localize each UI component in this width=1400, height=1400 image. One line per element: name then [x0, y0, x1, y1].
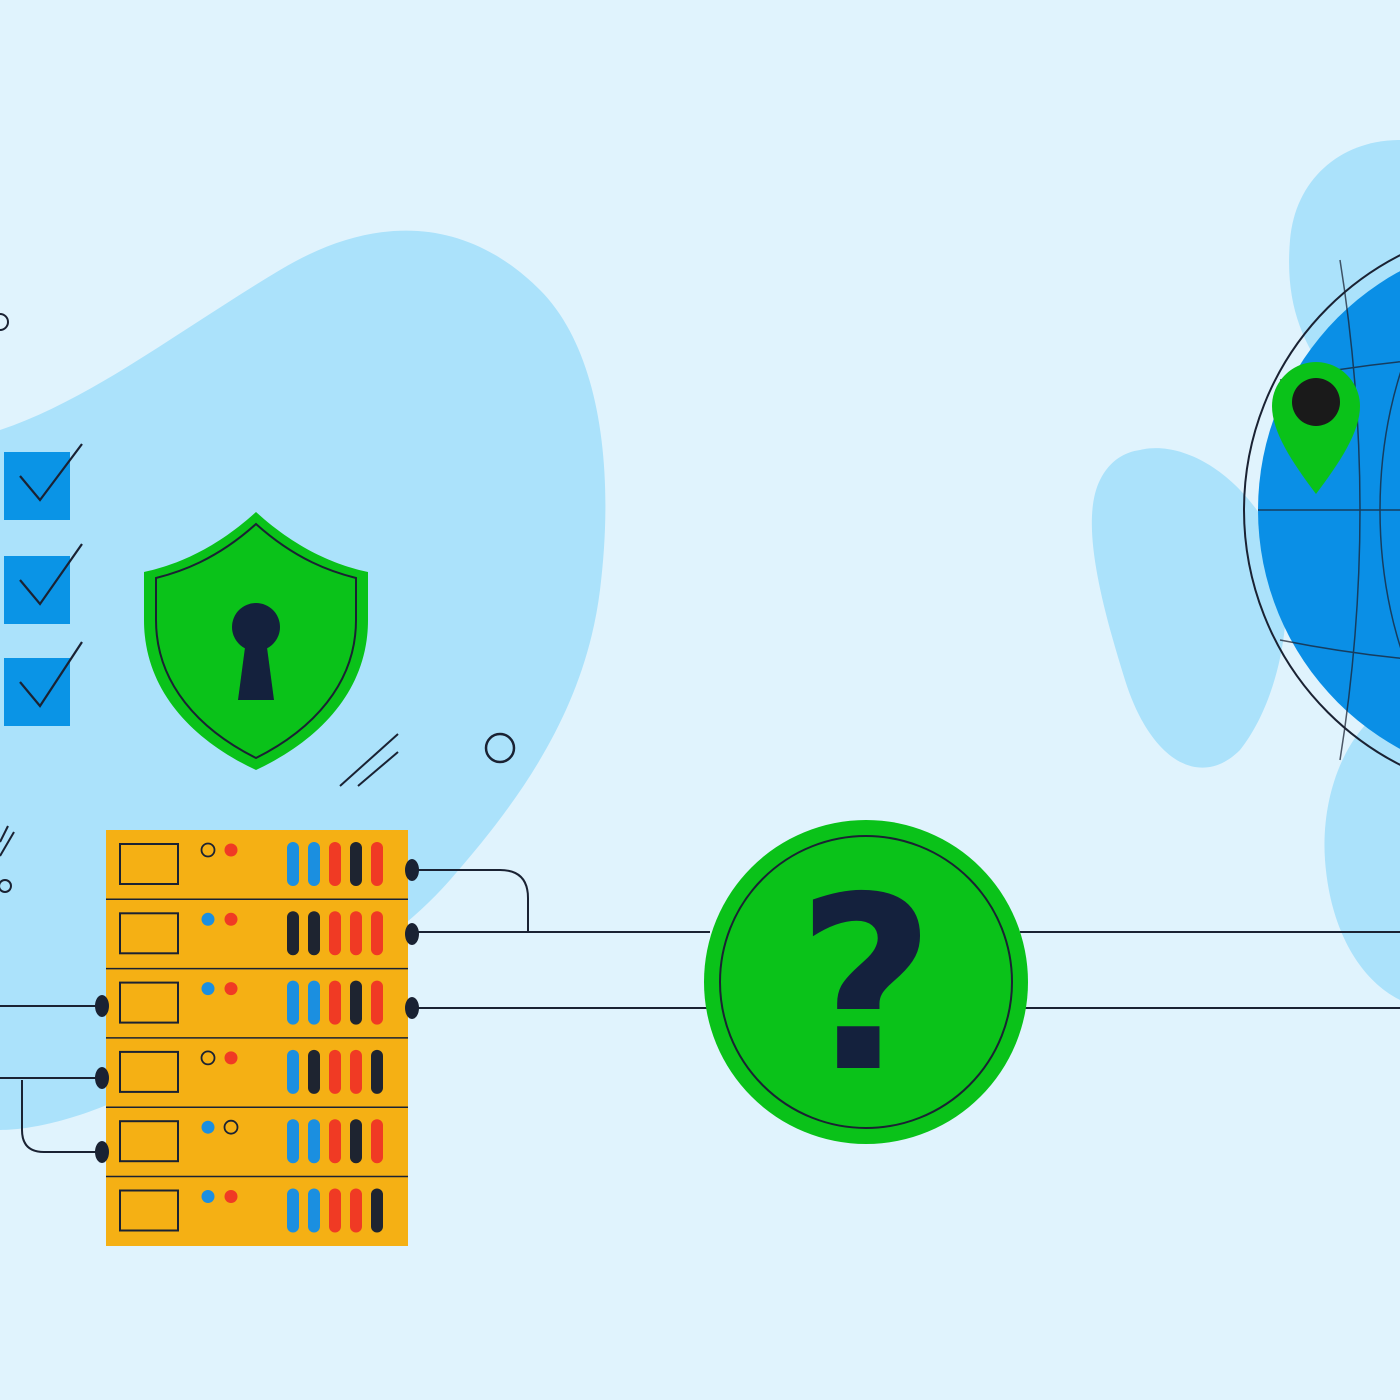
- question-mark-icon: ?: [704, 820, 1028, 1144]
- server-indicator-bar: [350, 842, 362, 886]
- server-drive-slot: [119, 1189, 179, 1232]
- status-led: [201, 912, 215, 926]
- server-indicator-bar: [287, 842, 299, 886]
- server-indicator-bar: [329, 1188, 341, 1233]
- server-drive-slot: [119, 912, 179, 955]
- checklist: [4, 443, 83, 726]
- decorative-circle: [484, 732, 516, 764]
- shield-lock-icon: [144, 512, 368, 770]
- network-connections: [0, 490, 1400, 1153]
- keyhole: [232, 603, 280, 651]
- server-indicator-bar: [350, 1119, 362, 1164]
- right-background-blob-2: [1091, 448, 1287, 768]
- server-indicator-bar: [329, 1049, 341, 1094]
- decorative-circle: [0, 879, 12, 893]
- status-led: [201, 1120, 215, 1134]
- server-unit: [106, 1175, 408, 1233]
- question-symbol: ?: [796, 845, 935, 1125]
- checkbox-check-icon: [4, 641, 83, 726]
- decorative-stroke: [357, 751, 399, 787]
- decorative-stroke: [0, 831, 15, 857]
- status-led: [224, 843, 238, 857]
- server-indicator-bar: [371, 842, 383, 886]
- right-background-blob-3: [1324, 700, 1400, 1000]
- map-pin-icon: [1272, 362, 1360, 494]
- status-led: [224, 982, 238, 996]
- server-indicator-bar: [329, 911, 341, 956]
- status-led: [223, 1119, 239, 1135]
- server-indicator-bar: [308, 1049, 320, 1094]
- server-drive-slot: [119, 1120, 179, 1163]
- server-indicator-bar: [308, 1119, 320, 1164]
- server-unit: [106, 1037, 408, 1094]
- server-rack-icon: [106, 830, 408, 1246]
- status-led: [224, 912, 238, 926]
- server-indicator-bar: [287, 1119, 299, 1164]
- server-indicator-bar: [350, 1049, 362, 1094]
- server-indicator-bar: [350, 911, 362, 956]
- server-indicator-bar: [371, 911, 383, 956]
- server-indicator-bar: [308, 842, 320, 886]
- server-indicator-bar: [329, 1119, 341, 1164]
- server-indicator-bar: [287, 980, 299, 1025]
- checkbox-check-icon: [4, 443, 83, 520]
- server-indicator-bar: [329, 980, 341, 1025]
- server-unit: [106, 898, 408, 956]
- server-indicator-bar: [350, 980, 362, 1025]
- checkbox-check-icon: [4, 543, 83, 624]
- server-indicator-bar: [329, 842, 341, 886]
- server-drive-slot: [119, 981, 179, 1024]
- server-indicator-bar: [287, 1049, 299, 1094]
- server-indicator-bar: [371, 980, 383, 1025]
- server-indicator-bar: [371, 1049, 383, 1094]
- server-indicator-bar: [308, 980, 320, 1025]
- server-indicator-bar: [308, 911, 320, 956]
- decorative-circle: [0, 313, 9, 331]
- server-indicator-bar: [371, 1119, 383, 1164]
- status-led: [201, 1190, 215, 1203]
- status-led: [224, 1051, 238, 1065]
- server-indicator-bar: [308, 1188, 320, 1233]
- status-led: [224, 1190, 238, 1203]
- server-indicator-bar: [287, 911, 299, 956]
- server-unit: [106, 1106, 408, 1164]
- server-indicator-bar: [287, 1188, 299, 1233]
- decorative-stroke: [339, 733, 399, 787]
- server-indicator-bar: [371, 1188, 383, 1233]
- server-drive-slot: [119, 843, 179, 885]
- status-led: [200, 842, 216, 858]
- server-drive-slot: [119, 1050, 179, 1093]
- server-indicator-bar: [350, 1188, 362, 1233]
- server-connectors: [95, 859, 419, 1163]
- server-unit: [119, 842, 383, 886]
- decorative-stroke: [0, 825, 9, 843]
- server-unit: [106, 967, 408, 1025]
- status-led: [200, 1050, 216, 1066]
- status-led: [201, 982, 215, 996]
